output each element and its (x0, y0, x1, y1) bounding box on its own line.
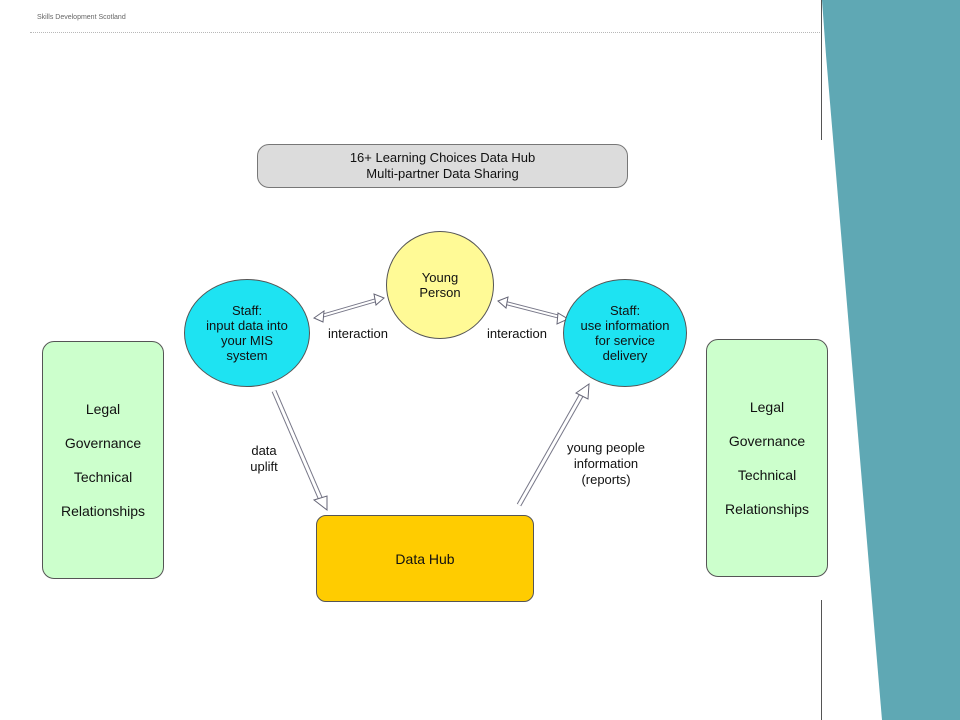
data-uplift-line-1: data (251, 443, 277, 458)
interaction-right-arrow (497, 296, 570, 325)
staff-input-line-3: your MIS (220, 333, 273, 348)
left-item-relationships: Relationships (60, 503, 146, 519)
staff-input-line-4: system (226, 348, 268, 363)
young-person-line-2: Person (419, 285, 461, 300)
young-person-line-1: Young (421, 270, 459, 285)
left-item-technical: Technical (73, 469, 133, 485)
reports-line-2: information (573, 456, 639, 471)
interaction-left-label: interaction (328, 326, 388, 341)
staff-use-line-3: for service (595, 333, 655, 348)
reports-label: young people information (reports) (556, 440, 656, 488)
staff-use-line-1: Staff: (609, 303, 641, 318)
young-person-node: Young Person (386, 231, 494, 339)
data-uplift-label: data uplift (236, 443, 292, 475)
panel-edge-line-top (821, 0, 822, 140)
staff-use-line-4: delivery (602, 348, 648, 363)
right-item-technical: Technical (737, 467, 797, 483)
data-hub-node: Data Hub (316, 515, 534, 602)
data-hub-label: Data Hub (395, 550, 455, 567)
left-item-governance: Governance (64, 435, 142, 451)
header-divider (30, 32, 822, 33)
left-considerations-box: Legal Governance Technical Relationships (42, 341, 164, 579)
staff-use-node: Staff: use information for service deliv… (563, 279, 687, 387)
interaction-left-arrow (312, 293, 385, 323)
staff-input-node: Staff: input data into your MIS system (184, 279, 310, 387)
data-uplift-arrow (271, 390, 328, 512)
org-name: Skills Development Scotland (37, 14, 126, 21)
title-line-1: 16+ Learning Choices Data Hub (349, 150, 536, 165)
reports-line-3: (reports) (581, 472, 631, 487)
right-item-relationships: Relationships (724, 501, 810, 517)
left-item-legal: Legal (85, 401, 121, 417)
right-item-legal: Legal (749, 399, 785, 415)
staff-input-line-1: Staff: (231, 303, 263, 318)
right-item-governance: Governance (728, 433, 806, 449)
staff-input-line-2: input data into (206, 318, 288, 333)
staff-use-line-2: use information (580, 318, 670, 333)
reports-line-1: young people (566, 440, 646, 455)
reports-arrow (516, 382, 590, 507)
title-line-2: Multi-partner Data Sharing (366, 166, 519, 181)
interaction-right-label: interaction (487, 326, 547, 341)
panel-edge-line-bottom (821, 600, 822, 720)
right-considerations-box: Legal Governance Technical Relationships (706, 339, 828, 577)
data-uplift-line-2: uplift (250, 459, 278, 474)
diagram-title: 16+ Learning Choices Data Hub Multi-part… (257, 144, 628, 188)
